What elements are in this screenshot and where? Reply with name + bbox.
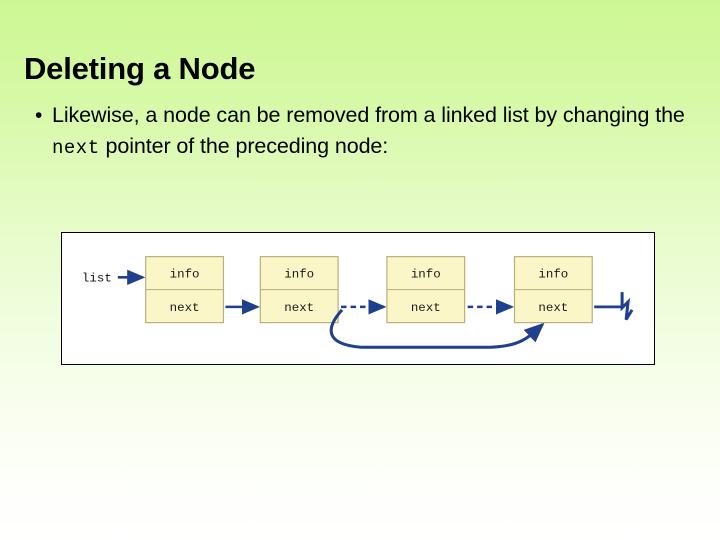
bullet-text-segment-before: Likewise, a node can be removed from a l… (52, 103, 685, 127)
list-node-3: info next (386, 256, 466, 324)
node-4-next-label: next (538, 301, 568, 315)
node-3-info-label: info (411, 267, 441, 281)
node-1-info-label: info (170, 267, 200, 281)
slide-body: • Likewise, a node can be removed from a… (30, 100, 694, 164)
node-2-next-label: next (284, 301, 314, 315)
list-pointer-label: list (82, 271, 112, 285)
list-node-4: info next (513, 256, 593, 324)
bullet-text: Likewise, a node can be removed from a l… (52, 100, 694, 164)
page-title: Deleting a Node (24, 50, 256, 86)
inline-code-next: next (52, 137, 100, 159)
linked-list-diagram: info next info next info next in (82, 256, 634, 349)
bullet-text-segment-after: pointer of the preceding node: (99, 134, 389, 158)
node-4-info-label: info (538, 267, 568, 281)
bullet-marker-icon: • (35, 104, 43, 127)
node-1-next-label: next (170, 301, 200, 315)
node-3-next-label: next (411, 301, 441, 315)
null-terminator-icon (620, 292, 634, 321)
list-node-1: info next (145, 256, 225, 324)
diagram-frame: info next info next info next in (61, 232, 655, 365)
bullet-item: • Likewise, a node can be removed from a… (30, 100, 694, 164)
list-node-2: info next (259, 256, 339, 324)
node-2-info-label: info (284, 267, 314, 281)
edge-node2-to-node4-curved (329, 308, 545, 349)
